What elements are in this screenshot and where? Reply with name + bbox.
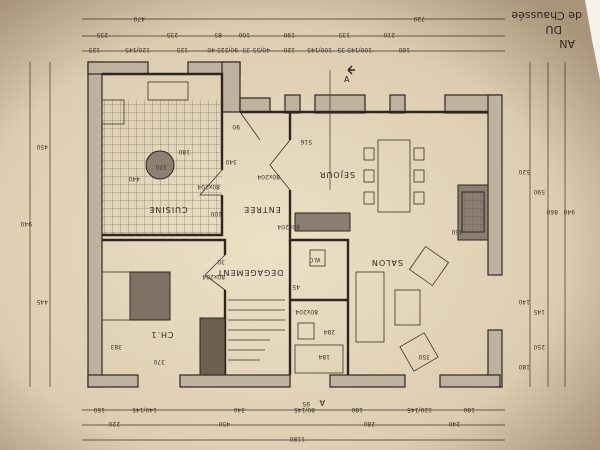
dim-bottom-mid: 280 — [363, 420, 375, 427]
dim-left: 450 — [36, 143, 48, 150]
paper-edge-right — [585, 0, 600, 80]
dim: 45 — [292, 283, 300, 290]
dim-left: 940 — [20, 220, 32, 227]
dim: 80x204 — [257, 173, 280, 180]
dim-top-mid: 100 — [238, 31, 250, 38]
dim-right: 940 — [563, 208, 575, 215]
dim-bottom-inner: 95 — [302, 400, 310, 407]
dim-top-inner: 125 — [176, 46, 188, 53]
armchair — [399, 332, 439, 372]
dim-bottom-mid: 220 — [108, 420, 120, 427]
plan-title-line1: AN — [559, 37, 575, 50]
dim: 350 — [418, 353, 430, 360]
dim: 383 — [110, 343, 122, 350]
plan-title-line2: DU — [545, 23, 562, 36]
dim-right: 860 — [546, 208, 558, 215]
dim: 370 — [155, 163, 167, 170]
exterior-walls — [87, 61, 503, 388]
room-label-cuisine: CUISINE — [148, 205, 187, 214]
dim-right: 250 — [533, 343, 545, 350]
dim-right: 140 — [518, 298, 530, 305]
dim-top-inner: 120/145 — [125, 46, 150, 53]
dim-top-inner: 100/145 — [347, 46, 372, 53]
dim-bottom-inner: 340 — [233, 406, 245, 413]
coffee-table — [394, 289, 421, 326]
dim: 284 — [323, 328, 335, 335]
kitchen-sink — [147, 81, 189, 101]
dim-top-total: 720 — [413, 15, 425, 22]
dim-bottom-inner: 180 — [351, 406, 363, 413]
room-label-sejour: SEJOUR — [319, 170, 355, 179]
dim-top-inner: 40 — [207, 46, 215, 53]
dim-left: 445 — [36, 298, 48, 305]
dim-bottom-inner: 180 — [463, 406, 475, 413]
section-marker-top: A — [344, 75, 350, 84]
dim-bottom-total: 1180 — [290, 435, 305, 442]
round-table — [145, 150, 175, 180]
dim-right: 520 — [518, 168, 530, 175]
dim-top-mid: 235 — [166, 31, 178, 38]
section-arrow-icon — [347, 65, 355, 75]
dim: 80x204 — [295, 308, 318, 315]
staircase — [228, 299, 285, 361]
dim-right: 180 — [518, 363, 530, 370]
dim-top-inner: 100/145 — [307, 46, 332, 53]
dining-table — [377, 139, 411, 213]
dim-top-mid: 210 — [383, 31, 395, 38]
dim-top-inner: 120 — [283, 46, 295, 53]
dim-top-inner: 90/225 — [217, 46, 238, 53]
dim-top-inner: 35 — [242, 46, 250, 53]
sofa — [355, 271, 385, 343]
room-label-entree: ENTRÉE — [243, 205, 281, 216]
dim-top-mid: 135 — [338, 31, 350, 38]
dim-bottom-inner: 80/145 — [294, 406, 315, 413]
dim: 180 — [178, 148, 190, 155]
dim-top-mid: 235 — [96, 31, 108, 38]
dim-bottom-inner: 150 — [93, 406, 105, 413]
room-label-ch1: CH.1 — [150, 330, 173, 339]
dim-top-inner: 125 — [88, 46, 100, 53]
dim-top-mid: 190 — [283, 31, 295, 38]
dim: 360 — [451, 228, 463, 235]
plan-title-line3: de Chaussée — [511, 9, 582, 22]
dimension-lines — [29, 18, 566, 441]
dim-bottom-mid: 240 — [448, 420, 460, 427]
dim-top-mid: 85 — [214, 31, 222, 38]
dim-right: 590 — [533, 188, 545, 195]
dim-top-inner: 160 — [398, 46, 410, 53]
wardrobe — [199, 317, 226, 376]
dim-right: 145 — [533, 308, 545, 315]
wc-toilet — [309, 249, 326, 267]
dim: 80x204 — [202, 273, 225, 280]
dim-top-total: 470 — [133, 15, 145, 22]
dim: 80x204 — [277, 223, 300, 230]
section-marker-bottom: A — [319, 398, 325, 407]
dim: 370 — [153, 358, 165, 365]
furniture — [101, 81, 450, 376]
dim-top-inner: 35 — [337, 46, 345, 53]
dim: 184 — [318, 353, 330, 360]
bathtub — [294, 344, 344, 374]
dim-bottom-inner: 120/145 — [407, 406, 432, 413]
dim-bottom-inner: 140/145 — [132, 406, 157, 413]
bidet — [297, 322, 315, 340]
bed — [129, 271, 171, 321]
dim: 80x204 — [197, 183, 220, 190]
stove — [101, 99, 125, 125]
dim: 340 — [225, 158, 237, 165]
dim: 516 — [300, 138, 312, 145]
dim-top-inner: 40/55 — [253, 46, 270, 53]
dim: 100 — [210, 210, 222, 217]
door-swings — [199, 111, 291, 291]
armchair — [408, 245, 450, 287]
room-label-salon: SALON — [371, 258, 403, 267]
room-label-degagement: DEGAGEMENT — [217, 268, 284, 277]
dim: 30 — [217, 258, 225, 265]
dim: 90 — [232, 123, 240, 130]
dim-bottom-mid: 450 — [218, 420, 230, 427]
dim: 440 — [128, 175, 140, 182]
room-label-wc: W.C — [309, 256, 320, 263]
